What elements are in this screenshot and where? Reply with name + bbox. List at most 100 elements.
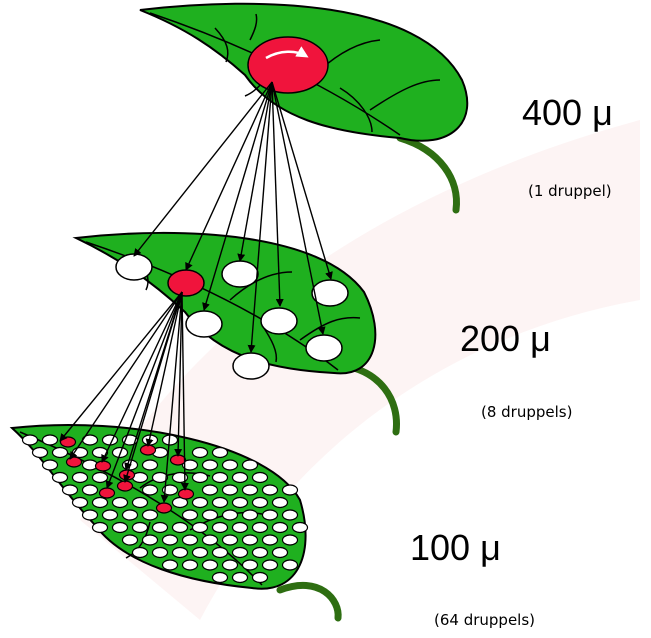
droplet-100-white (273, 548, 288, 558)
droplet-100-white (183, 510, 198, 520)
droplet-100-white (133, 498, 148, 508)
count-label-200: (8 druppels) (481, 403, 572, 421)
droplet-100-white (243, 485, 258, 495)
droplet-100-white (203, 535, 218, 545)
droplet-100-red (100, 488, 115, 498)
droplet-100-white (123, 510, 138, 520)
droplet-100-white (253, 473, 268, 483)
droplet-100-red (141, 445, 156, 455)
droplet-100-white (143, 485, 158, 495)
droplet-100-white (153, 523, 168, 533)
droplet-100-white (223, 460, 238, 470)
droplet-100-white (263, 485, 278, 495)
droplet-100-white (113, 498, 128, 508)
droplet-100-white (233, 523, 248, 533)
droplet-100-white (33, 448, 48, 458)
droplet-100-white (53, 448, 68, 458)
droplet-100-white (23, 435, 38, 445)
droplet-200-red (168, 270, 204, 296)
droplet-100-white (203, 460, 218, 470)
droplet-100-white (133, 548, 148, 558)
droplet-100-white (153, 548, 168, 558)
droplet-100-white (173, 523, 188, 533)
droplet-100-white (223, 485, 238, 495)
droplet-100-white (243, 535, 258, 545)
droplet-100-red (67, 457, 82, 467)
droplet-100-white (273, 523, 288, 533)
droplet-100-white (53, 473, 68, 483)
droplet-100-white (93, 523, 108, 533)
droplet-100-white (203, 485, 218, 495)
size-label-200: 200 μ (460, 318, 551, 360)
droplet-100-white (233, 548, 248, 558)
droplet-100-white (213, 573, 228, 583)
droplet-100-white (93, 473, 108, 483)
droplet-100-white (43, 435, 58, 445)
droplet-100-white (113, 523, 128, 533)
droplet-100-white (203, 560, 218, 570)
droplet-100-white (243, 510, 258, 520)
size-label-400: 400 μ (522, 92, 613, 134)
droplet-100-white (253, 523, 268, 533)
droplet-100-white (253, 548, 268, 558)
droplet-100-white (283, 560, 298, 570)
droplet-100-red (171, 455, 186, 465)
droplet-100-white (223, 535, 238, 545)
droplet-400-red (248, 37, 328, 93)
droplet-100-white (123, 535, 138, 545)
droplet-100-red (118, 481, 133, 491)
droplet-100-white (273, 498, 288, 508)
droplet-100-red (157, 503, 172, 513)
droplet-100-white (263, 535, 278, 545)
droplet-100-white (213, 498, 228, 508)
droplet-100-white (43, 460, 58, 470)
droplet-100-white (193, 448, 208, 458)
droplet-100-white (213, 548, 228, 558)
droplet-100-white (133, 523, 148, 533)
droplet-100-white (243, 460, 258, 470)
droplet-100-white (213, 523, 228, 533)
count-label-100: (64 druppels) (434, 611, 535, 629)
droplet-100-white (283, 535, 298, 545)
droplet-100-red (179, 489, 194, 499)
droplet-100-white (143, 510, 158, 520)
droplet-100-white (73, 473, 88, 483)
droplet-100-white (293, 523, 308, 533)
droplet-100-white (213, 448, 228, 458)
droplet-100-white (73, 498, 88, 508)
droplet-100-red (96, 461, 111, 471)
droplet-100-white (63, 485, 78, 495)
droplet-100-white (223, 510, 238, 520)
size-label-100: 100 μ (410, 527, 501, 569)
droplet-100-white (283, 510, 298, 520)
spread-arrow (134, 82, 272, 256)
droplet-100-white (213, 473, 228, 483)
droplet-100-white (253, 573, 268, 583)
droplet-100-white (283, 485, 298, 495)
droplet-100-white (253, 498, 268, 508)
droplet-100-white (193, 548, 208, 558)
droplet-100-white (223, 560, 238, 570)
leaf-top (140, 4, 467, 210)
droplet-100-white (83, 510, 98, 520)
droplet-100-white (173, 548, 188, 558)
droplet-100-white (193, 473, 208, 483)
droplet-100-white (233, 498, 248, 508)
count-label-400: (1 druppel) (528, 182, 612, 200)
droplet-100-white (163, 535, 178, 545)
droplet-100-white (143, 460, 158, 470)
droplet-100-white (263, 560, 278, 570)
droplet-100-white (183, 535, 198, 545)
droplet-100-white (103, 510, 118, 520)
droplet-100-white (193, 523, 208, 533)
droplet-100-white (83, 485, 98, 495)
droplet-100-white (193, 498, 208, 508)
droplet-100-white (263, 510, 278, 520)
droplet-100-white (203, 510, 218, 520)
droplet-100-white (163, 560, 178, 570)
droplet-100-white (233, 473, 248, 483)
droplet-100-white (243, 560, 258, 570)
droplet-100-white (93, 498, 108, 508)
leaf-bottom-stem (280, 585, 338, 618)
